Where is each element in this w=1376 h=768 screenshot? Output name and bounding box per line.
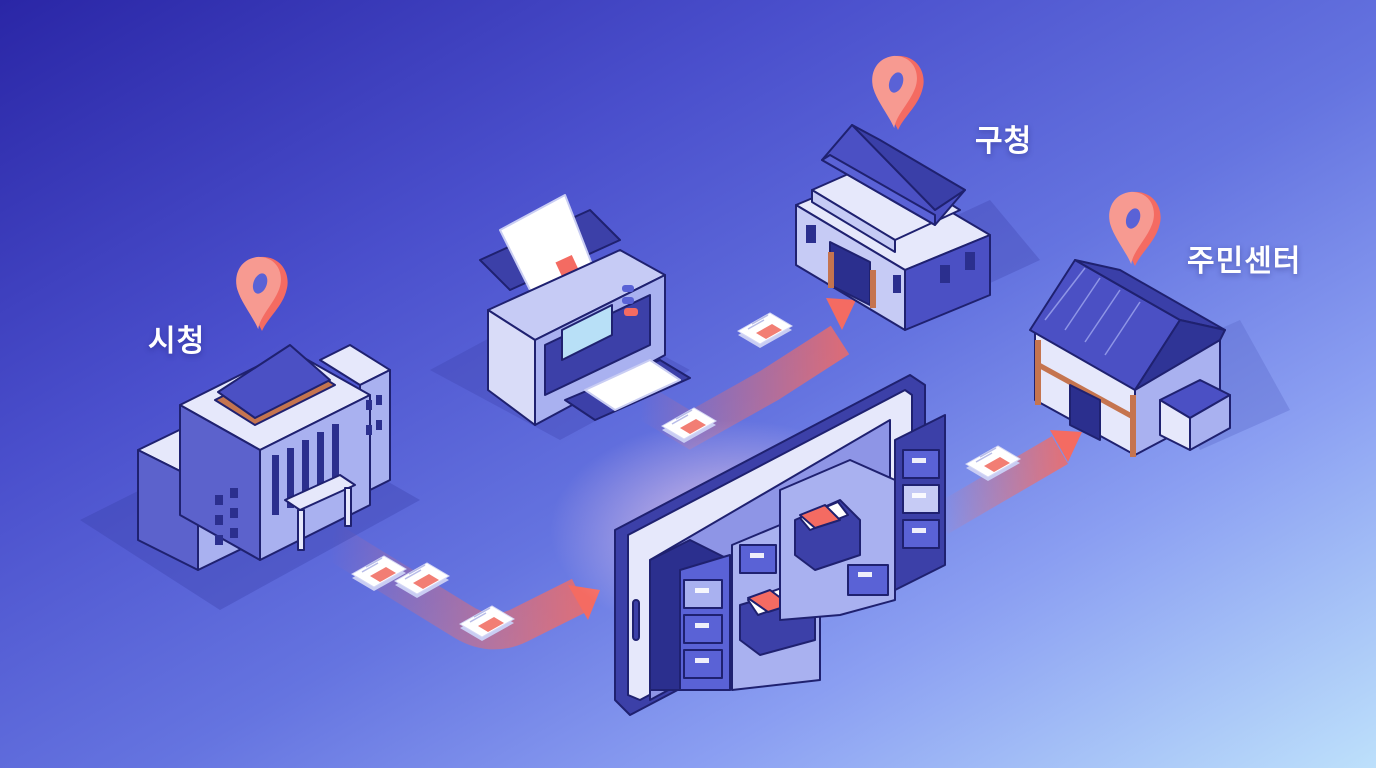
community-center-label: 주민센터 xyxy=(1187,244,1302,279)
community-center-pin xyxy=(1109,191,1161,266)
district-office-label: 구청 xyxy=(975,124,1033,159)
city-hall-label: 시청 xyxy=(148,324,206,359)
district-office-pin xyxy=(872,55,924,131)
document-icon xyxy=(737,312,793,349)
community-center-building xyxy=(1029,259,1231,457)
city-hall-pin xyxy=(236,256,288,331)
district-office-building xyxy=(795,124,991,331)
flow-arrow-scanner-to-district xyxy=(631,298,856,450)
flow-arrow-archive-to-center xyxy=(931,430,1082,534)
document-scanner xyxy=(479,194,691,426)
city-hall-building xyxy=(137,344,391,571)
filing-cabinets xyxy=(649,414,946,691)
